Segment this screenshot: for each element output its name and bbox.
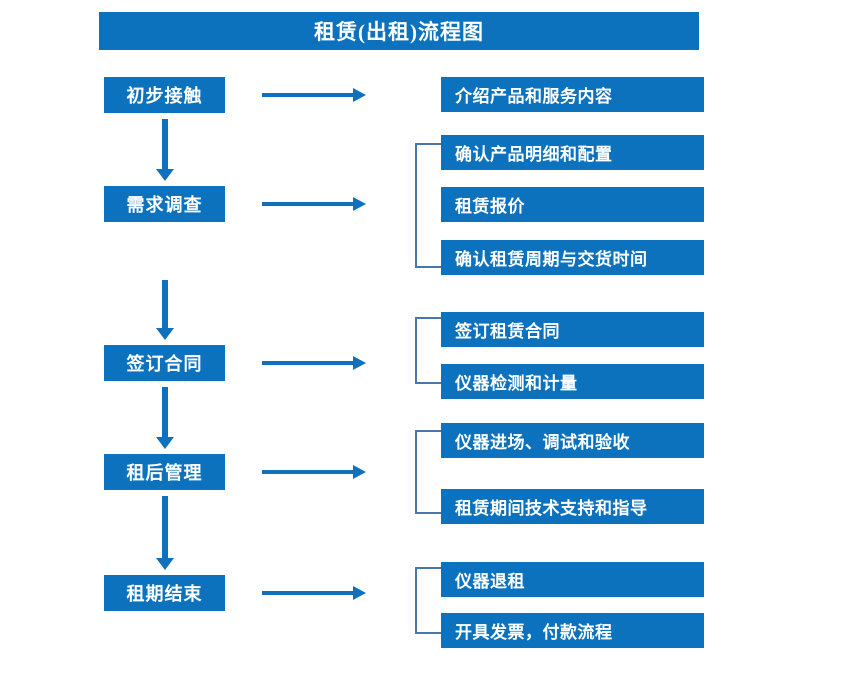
vertical-arrow-2 bbox=[156, 280, 174, 340]
stage-box-3[interactable]: 签订合同 bbox=[104, 345, 225, 381]
vertical-arrow-1 bbox=[156, 119, 174, 181]
horizontal-arrow-5 bbox=[262, 586, 366, 600]
stage-box-5[interactable]: 租期结束 bbox=[104, 575, 225, 611]
horizontal-arrow-3 bbox=[262, 356, 366, 370]
vertical-arrow-4 bbox=[156, 496, 174, 570]
detail-box-10[interactable]: 开具发票，付款流程 bbox=[441, 613, 704, 648]
detail-box-8[interactable]: 租赁期间技术支持和指导 bbox=[441, 489, 704, 524]
vertical-arrow-3 bbox=[156, 387, 174, 449]
detail-box-1[interactable]: 介绍产品和服务内容 bbox=[441, 77, 704, 112]
bracket-group-5 bbox=[415, 567, 441, 634]
detail-box-7[interactable]: 仪器进场、调试和验收 bbox=[441, 423, 704, 458]
detail-box-5[interactable]: 签订租赁合同 bbox=[441, 312, 704, 347]
detail-box-4[interactable]: 确认租赁周期与交货时间 bbox=[441, 240, 704, 275]
stage-box-2[interactable]: 需求调查 bbox=[104, 186, 225, 222]
horizontal-arrow-2 bbox=[262, 197, 366, 211]
detail-box-3[interactable]: 租赁报价 bbox=[441, 187, 704, 222]
stage-box-4[interactable]: 租后管理 bbox=[104, 454, 225, 490]
detail-box-6[interactable]: 仪器检测和计量 bbox=[441, 364, 704, 399]
bracket-group-2 bbox=[415, 143, 441, 268]
horizontal-arrow-1 bbox=[262, 88, 366, 102]
detail-box-9[interactable]: 仪器退租 bbox=[441, 562, 704, 597]
detail-box-2[interactable]: 确认产品明细和配置 bbox=[441, 135, 704, 170]
bracket-group-4 bbox=[415, 430, 441, 514]
page-title: 租赁(出租)流程图 bbox=[99, 12, 699, 50]
horizontal-arrow-4 bbox=[262, 465, 366, 479]
bracket-group-3 bbox=[415, 317, 441, 384]
stage-box-1[interactable]: 初步接触 bbox=[104, 77, 225, 113]
